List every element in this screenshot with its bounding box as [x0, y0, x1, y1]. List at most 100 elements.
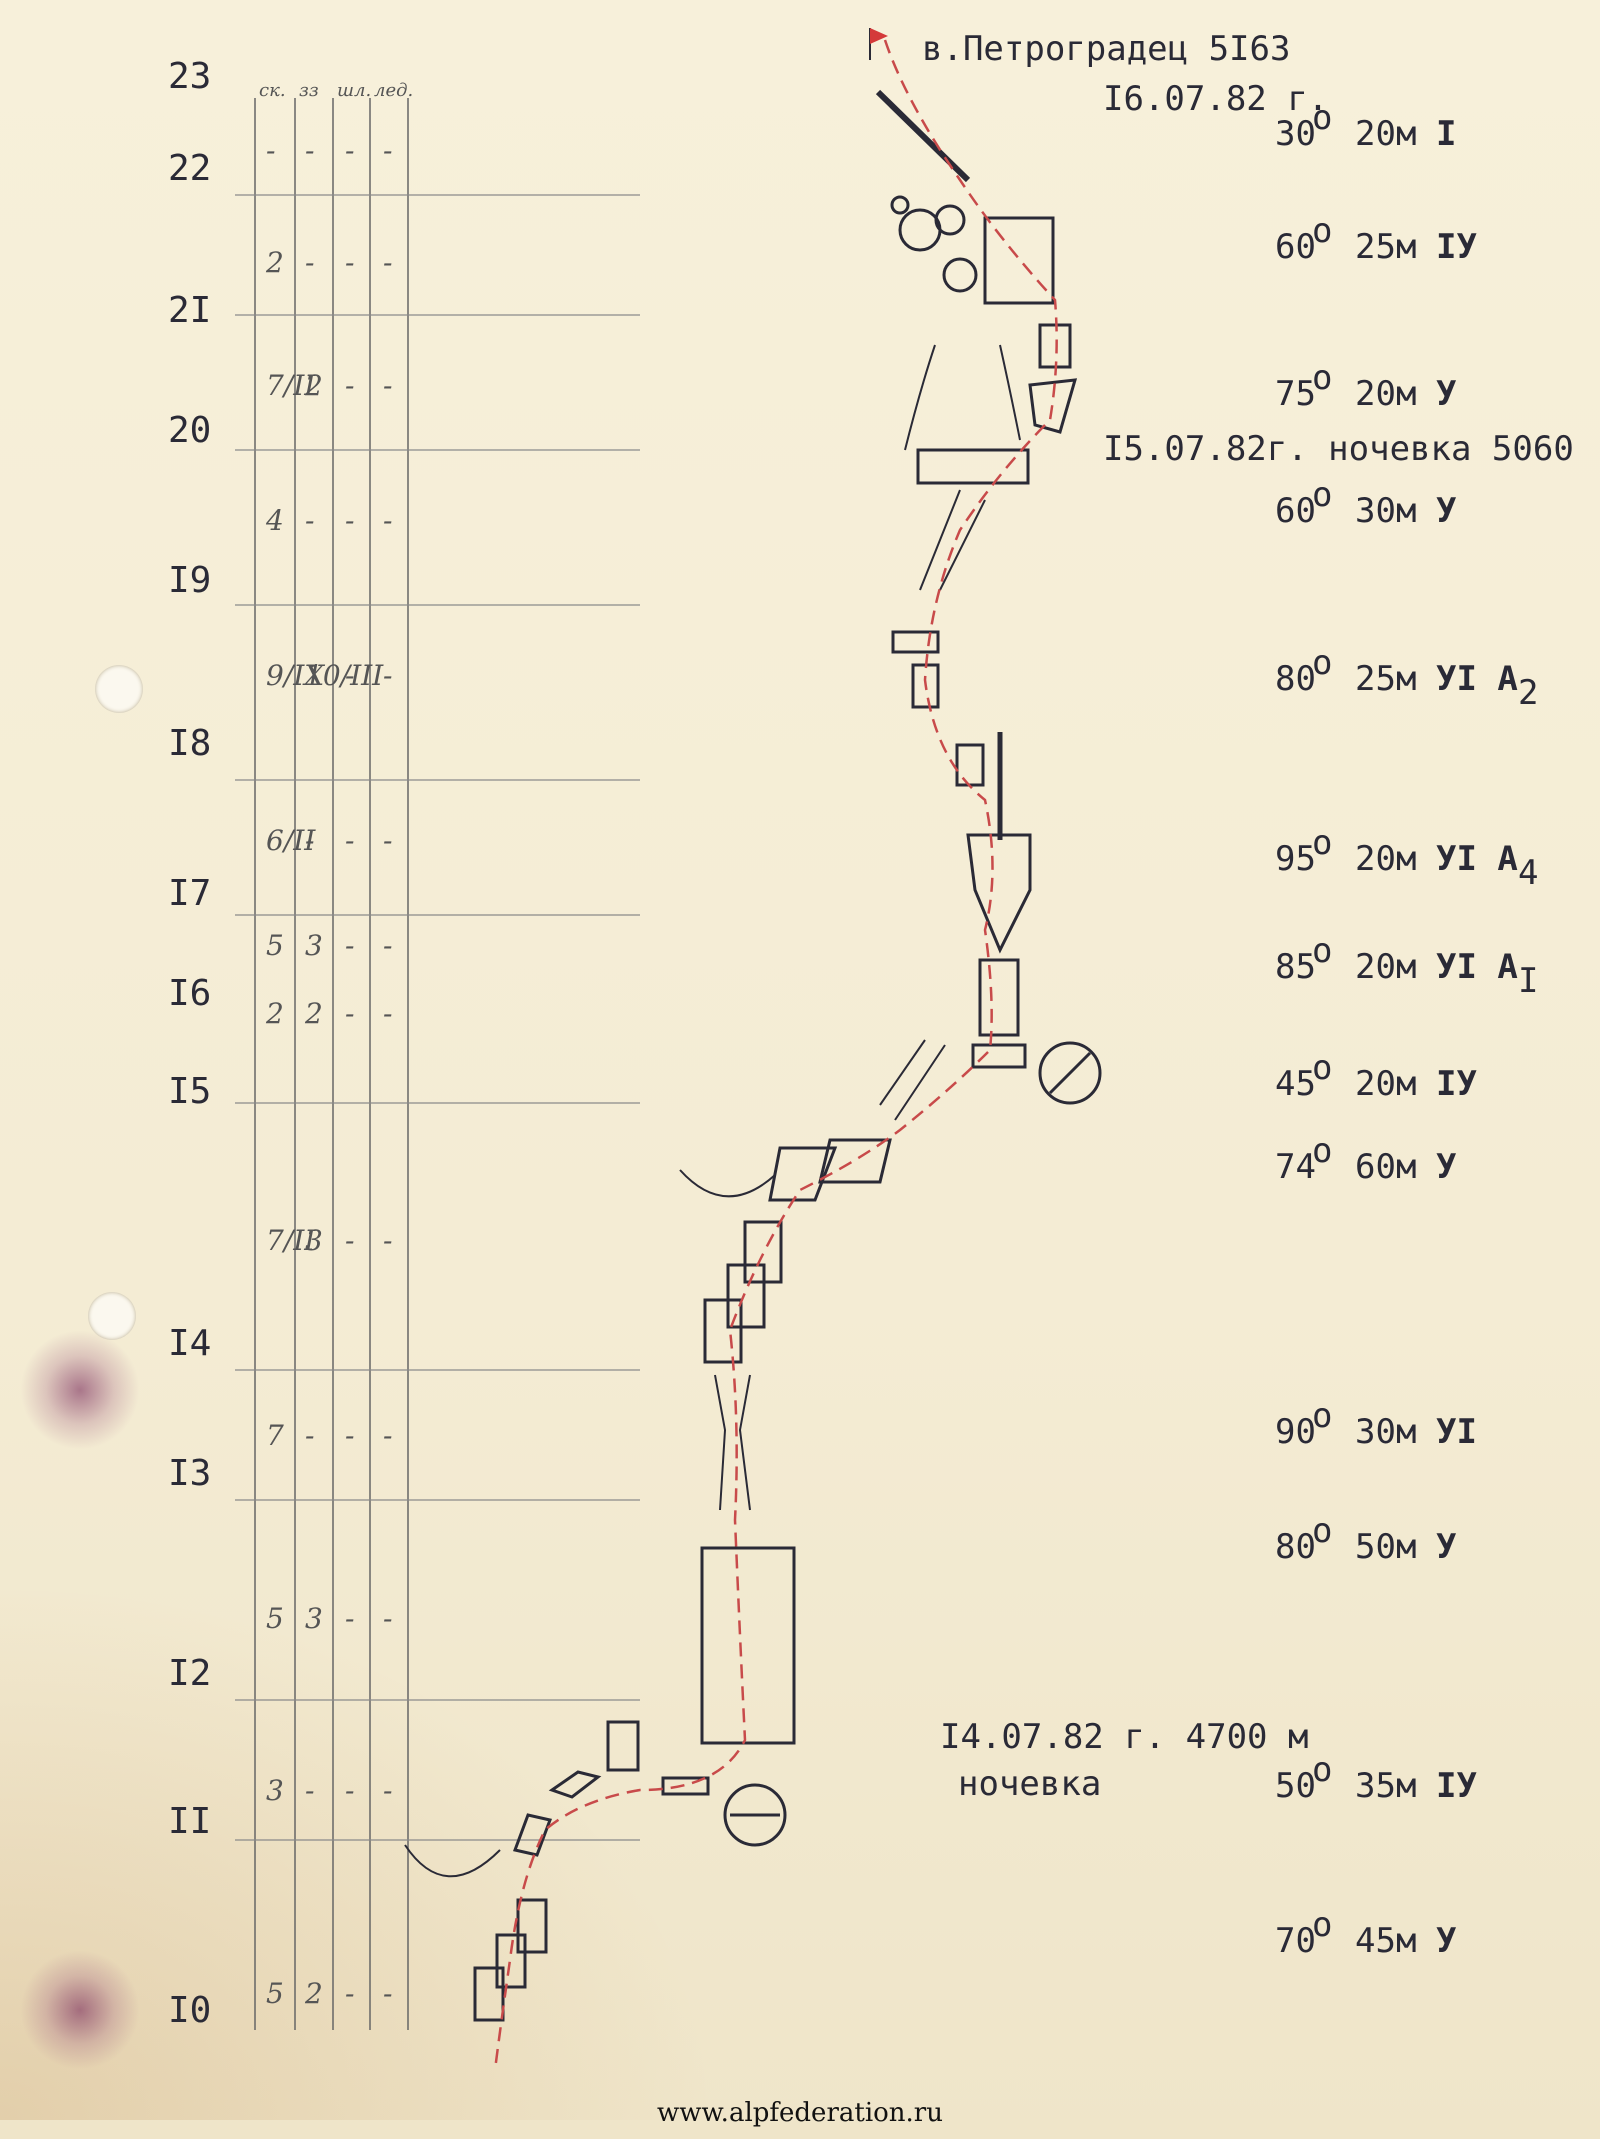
category-mark: - — [305, 1774, 314, 1807]
category-mark: - — [345, 659, 354, 692]
bivouac-1-date: I4.07.82 г. 4700 м — [940, 1717, 1308, 1757]
pitch-length: 30м — [1355, 491, 1416, 531]
category-mark: - — [383, 369, 392, 402]
category-mark: 2 — [265, 246, 284, 279]
category-mark: - — [383, 134, 392, 167]
pitch-length: 20м — [1355, 374, 1416, 414]
degree-mark: o — [1312, 98, 1332, 138]
degree-mark: o — [1312, 1905, 1332, 1945]
category-mark: - — [383, 1602, 392, 1635]
category-mark: - — [305, 134, 314, 167]
category-mark: - — [345, 134, 354, 167]
elevation-label: 20 — [168, 410, 211, 451]
pitch-length: 20м — [1355, 1064, 1416, 1104]
pitch-category: IУ — [1436, 1064, 1477, 1104]
burn-mark-upper — [20, 1330, 140, 1450]
category-mark: - — [305, 824, 314, 857]
category-mark: - — [345, 1977, 354, 2010]
category-mark: - — [345, 929, 354, 962]
pitch-category: IУ — [1436, 1766, 1477, 1806]
pitch-category: У — [1436, 1921, 1456, 1961]
category-mark: 5 — [266, 1602, 284, 1635]
pitch-length: 25м — [1355, 659, 1416, 699]
category-mark: - — [383, 1977, 392, 2010]
route-topo — [404, 28, 1102, 2022]
degree-mark: o — [1312, 931, 1332, 971]
pitch-length: 45м — [1355, 1921, 1416, 1961]
degree-mark: o — [1312, 1396, 1332, 1436]
summit-date: I6.07.82 г. — [1103, 79, 1328, 119]
degree-mark: o — [1312, 823, 1332, 863]
category-mark: - — [305, 1419, 314, 1452]
category-mark: 7/II — [266, 369, 316, 402]
pitch-angle: 60 — [1275, 227, 1316, 267]
pitch-category: УI А — [1436, 839, 1518, 879]
degree-mark: o — [1312, 643, 1332, 683]
category-mark: - — [383, 1419, 392, 1452]
pitch-angle: 30 — [1275, 114, 1316, 154]
pitch-category: I — [1436, 114, 1456, 154]
pitch-category-subscript: I — [1518, 961, 1538, 1001]
category-mark: - — [345, 997, 354, 1030]
category-mark: - — [345, 1774, 354, 1807]
category-mark: - — [345, 824, 354, 857]
pitch-angle: 80 — [1275, 1527, 1316, 1567]
category-mark: 7 — [266, 1419, 284, 1452]
elevation-label: I7 — [168, 873, 211, 914]
pitch-category: УI — [1436, 1412, 1477, 1452]
pitch-category: УI А — [1436, 947, 1518, 987]
elevation-label: I2 — [168, 1653, 211, 1694]
category-mark: - — [383, 246, 392, 279]
route-line — [493, 39, 1058, 2071]
degree-mark: o — [1312, 475, 1332, 515]
peak-name: в.Петроградец 5I63 — [922, 29, 1290, 69]
pitch-angle: 45 — [1275, 1064, 1316, 1104]
pitch-category: У — [1436, 1527, 1456, 1567]
elevation-label: 22 — [168, 148, 211, 189]
elevation-label: 2I — [168, 290, 211, 331]
category-mark: 9/IX — [266, 659, 325, 692]
column-header: шл. — [337, 80, 371, 101]
burn-mark-lower — [20, 1950, 140, 2070]
elevation-label: I0 — [168, 1990, 211, 2031]
pitch-length: 60м — [1355, 1147, 1416, 1187]
category-mark: 5 — [266, 929, 284, 962]
pitch-length: 50м — [1355, 1527, 1416, 1567]
pitch-angle: 70 — [1275, 1921, 1316, 1961]
category-mark: 2 — [265, 997, 284, 1030]
elevation-label: I9 — [168, 560, 211, 601]
category-mark: 2 — [304, 997, 323, 1030]
pitch-angle: 74 — [1275, 1147, 1316, 1187]
category-mark: 2 — [304, 369, 323, 402]
category-mark: - — [345, 1419, 354, 1452]
category-mark: - — [345, 1602, 354, 1635]
category-mark: 5 — [266, 1977, 284, 2010]
category-mark: - — [345, 504, 354, 537]
category-mark: - — [383, 504, 392, 537]
category-mark: 3 — [305, 1602, 323, 1635]
degree-mark: o — [1312, 1750, 1332, 1790]
category-mark: - — [305, 246, 314, 279]
category-mark: - — [345, 1224, 354, 1257]
pitch-angle: 95 — [1275, 839, 1316, 879]
pitch-category: У — [1436, 1147, 1456, 1187]
punch-hole-top — [95, 665, 143, 713]
pitch-category: У — [1436, 491, 1456, 531]
pitch-category-subscript: 2 — [1518, 673, 1538, 713]
column-header: зз — [299, 80, 319, 101]
category-mark: 7/II — [266, 1224, 316, 1257]
category-mark: 4 — [265, 504, 284, 537]
pitch-length: 20м — [1355, 947, 1416, 987]
